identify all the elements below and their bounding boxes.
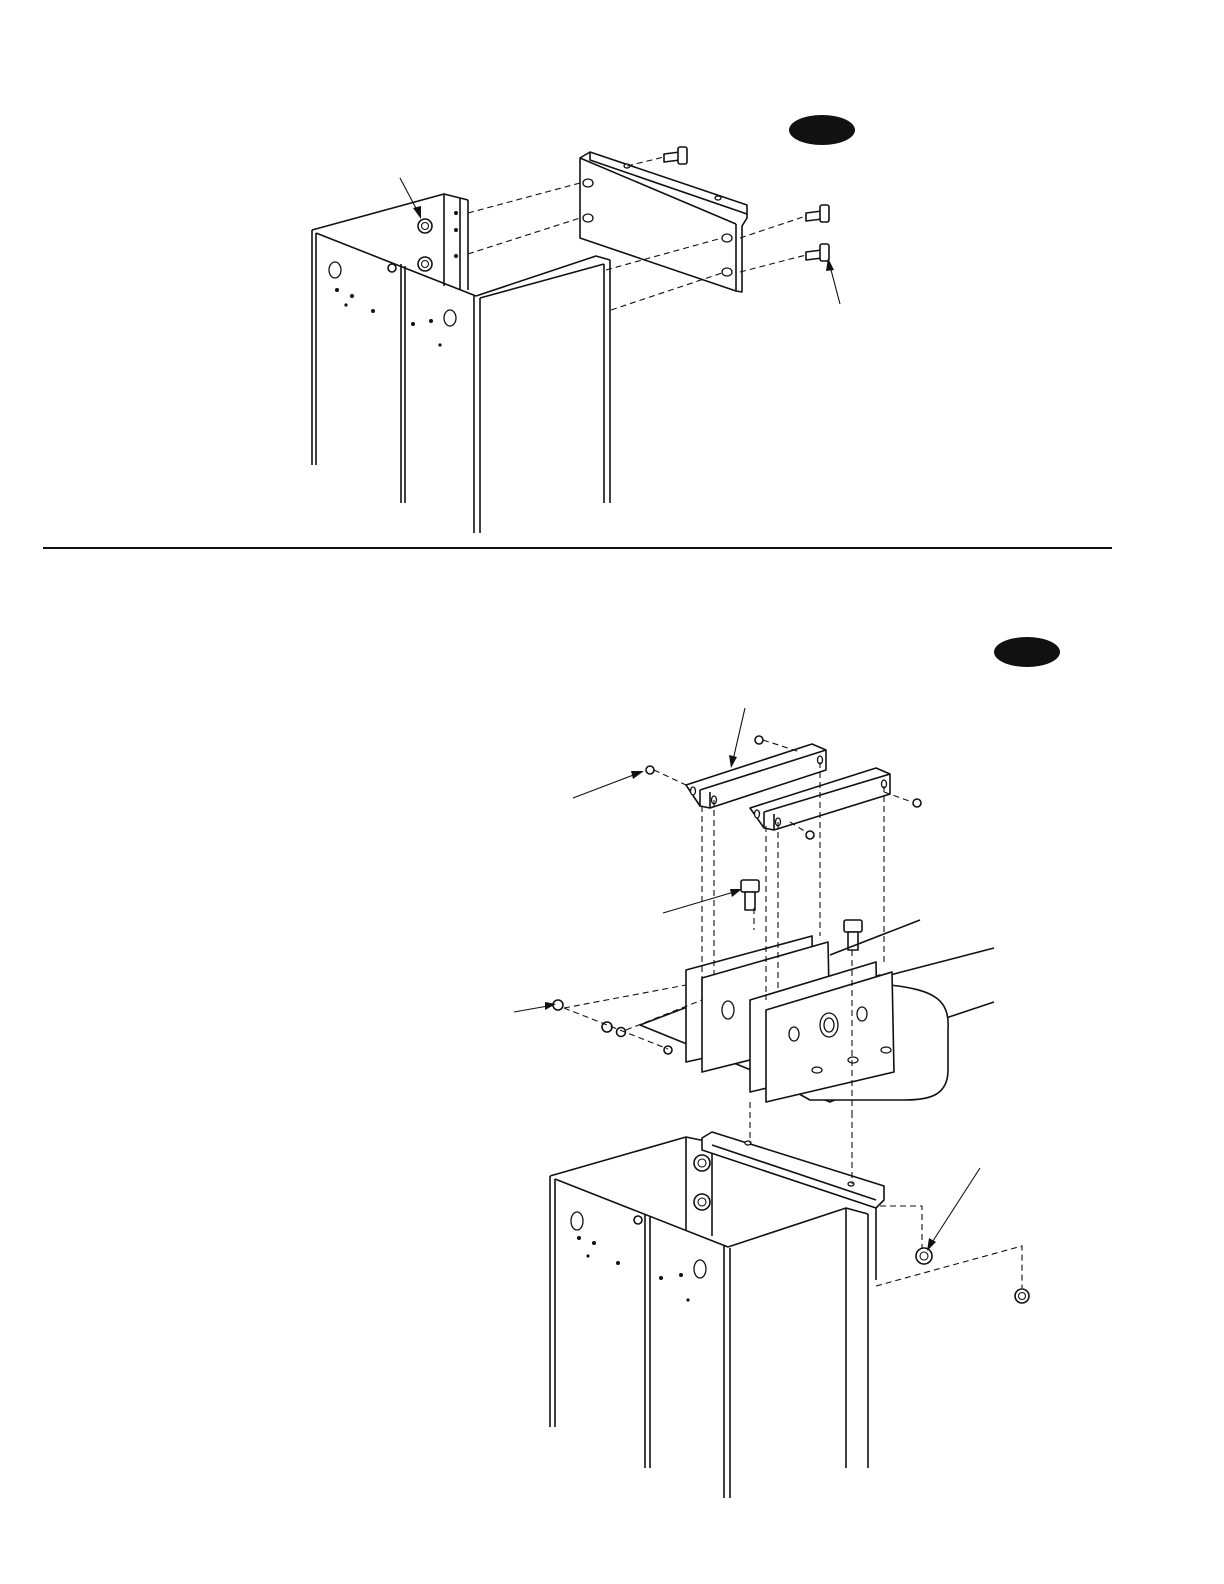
upright-post: [550, 1132, 884, 1498]
mounting-bracket-plate: [580, 152, 747, 292]
top-assembly-drawing: [0, 0, 1224, 548]
callout-arrow-icon: [400, 178, 421, 219]
bottom-assembly-drawing: [0, 550, 1224, 1584]
step-badge-bottom: [994, 637, 1060, 667]
step-bottom-diagram: [0, 550, 1224, 1584]
callout-arrow-icon: [826, 258, 840, 304]
section-divider: [43, 547, 1112, 549]
hinge-mount-assembly: [640, 920, 994, 1102]
top-clamp-brackets: [686, 744, 890, 830]
upright-post: [312, 194, 610, 533]
step-top-diagram: [0, 0, 1224, 548]
step-badge-top: [789, 115, 855, 145]
flange-nut-icon: [388, 219, 432, 272]
